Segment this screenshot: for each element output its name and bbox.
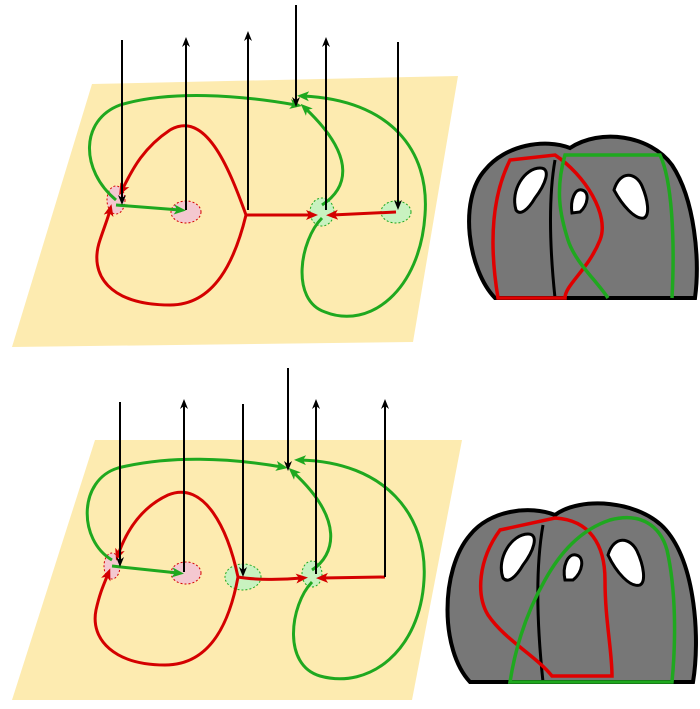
- green-path: [111, 564, 184, 578]
- green-path: [85, 457, 288, 562]
- surface-hole: [499, 532, 536, 582]
- red-path: [237, 573, 308, 584]
- top-panel: [12, 5, 458, 347]
- green-path: [88, 94, 302, 202]
- green-path: [300, 103, 345, 207]
- green-path: [115, 203, 186, 215]
- surface-hole: [612, 173, 650, 220]
- red-path: [326, 209, 397, 220]
- green-disc: [309, 197, 335, 227]
- bottom-panel: [12, 368, 462, 700]
- surface-hole: [513, 166, 548, 214]
- green-path: [297, 91, 427, 318]
- surface-fold: [549, 159, 557, 299]
- red-path: [93, 568, 240, 667]
- red-path: [95, 204, 248, 307]
- top-plane: [12, 76, 458, 347]
- surface-fold: [536, 524, 545, 683]
- red-path: [115, 491, 240, 578]
- green-curve: [507, 515, 677, 684]
- red-curve: [478, 516, 614, 678]
- surface-hole: [570, 188, 589, 215]
- green-curve: [557, 153, 675, 299]
- red-path: [119, 124, 248, 216]
- red-curve: [491, 153, 604, 300]
- green-path: [288, 467, 333, 572]
- surface-hole: [606, 538, 646, 587]
- red-path: [316, 572, 386, 583]
- top-surface: [467, 134, 699, 300]
- bottom-surface: [445, 501, 698, 684]
- green-path: [292, 455, 426, 681]
- surface-hole: [562, 553, 584, 582]
